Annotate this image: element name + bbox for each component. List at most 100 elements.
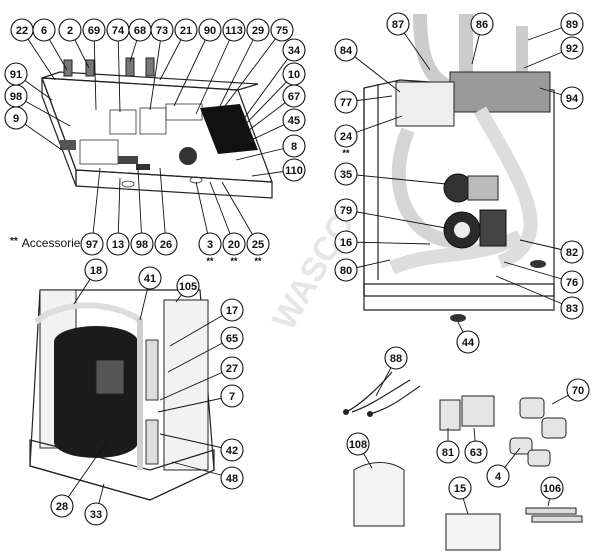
accessory-marker: **: [10, 236, 18, 247]
leader-line: [91, 167, 101, 245]
callout-p65: 65: [167, 326, 244, 373]
part-number-label: 4: [495, 471, 502, 483]
callout-p83: 83: [495, 275, 584, 320]
leader-line: [159, 433, 233, 451]
callout-bubble: [84, 502, 108, 526]
callout-bubble: [220, 298, 244, 322]
callout-bubble: [246, 18, 270, 42]
callout-bubble: [560, 270, 584, 294]
leader-line: [93, 29, 97, 111]
callout-p18: 18: [73, 258, 108, 305]
part-number-label: 26: [160, 239, 172, 251]
part-number-label: 67: [288, 91, 300, 103]
part-number-label: 17: [226, 305, 238, 317]
callout-p76: 76: [503, 261, 584, 294]
callout-bubble: [334, 124, 358, 148]
callout-bubble: [82, 18, 106, 42]
part-number-label: 90: [204, 25, 216, 37]
part-number-label: 108: [349, 439, 367, 451]
part-number-label: 65: [226, 333, 238, 345]
accessory-marker: **: [230, 256, 238, 266]
callout-bubble: [154, 232, 178, 256]
part-number-label: 69: [88, 25, 100, 37]
callout-p108: 108: [346, 432, 373, 469]
leader-line: [237, 73, 295, 133]
callout-bubble: [106, 232, 130, 256]
callout-p98b: 98: [130, 167, 154, 256]
leader-line: [169, 309, 233, 347]
callout-bubble: [222, 232, 246, 256]
callout-bubble: [220, 466, 244, 490]
callout-bubble: [282, 84, 306, 108]
callout-bubble: [346, 432, 370, 456]
callout-p48: 48: [171, 461, 244, 490]
callout-bubble: [198, 232, 222, 256]
part-number-label: 24: [340, 131, 353, 143]
callout-p80: 80: [334, 258, 391, 282]
callout-bubble: [334, 90, 358, 114]
callout-p20: 20**: [209, 181, 246, 266]
callout-bubble: [448, 476, 472, 500]
part-number-label: 84: [340, 45, 353, 57]
part-number-label: 18: [90, 265, 102, 277]
part-number-label: 45: [288, 115, 300, 127]
callout-p27: 27: [159, 356, 244, 401]
callout-bubble: [84, 258, 108, 282]
callout-bubble: [176, 274, 200, 298]
callout-bubble: [32, 18, 56, 42]
callout-p79: 79: [334, 198, 447, 229]
callout-p87: 87: [386, 12, 431, 71]
accessories-label: Accessories: [21, 236, 87, 250]
part-number-label: 8: [291, 141, 297, 153]
callout-p91: 91: [4, 62, 53, 101]
leader-line: [159, 167, 167, 245]
callout-p3: 3**: [195, 181, 222, 266]
callout-p42: 42: [159, 433, 244, 462]
part-number-label: 10: [288, 69, 300, 81]
part-number-label: 83: [566, 303, 578, 315]
callout-bubble: [560, 240, 584, 264]
part-number-label: 74: [112, 25, 125, 37]
callout-p68: 68: [128, 18, 152, 63]
callout-p75: 75: [221, 18, 294, 111]
callout-bubble: [174, 18, 198, 42]
callout-p13: 13: [106, 177, 130, 256]
part-number-label: 44: [462, 337, 475, 349]
callout-bubble: [220, 326, 244, 350]
part-number-label: 13: [112, 239, 124, 251]
part-number-label: 28: [56, 501, 68, 513]
callout-p113: 113: [195, 18, 246, 115]
leader-line: [345, 209, 447, 229]
leader-line: [229, 119, 295, 151]
callout-bubble: [464, 440, 488, 464]
part-number-label: 22: [16, 25, 28, 37]
leader-line: [159, 367, 233, 401]
part-number-label: 87: [392, 19, 404, 31]
callout-layer: 226269746873219011329753410**67**4581109…: [4, 12, 590, 526]
callout-bubble: [436, 440, 460, 464]
callout-bubble: [540, 476, 564, 500]
callout-p16: 16: [334, 230, 431, 254]
part-number-label: 98: [10, 91, 22, 103]
part-number-label: 6: [41, 25, 47, 37]
callout-p9: 9: [4, 106, 63, 151]
part-number-label: 34: [288, 45, 301, 57]
callout-bubble: [560, 86, 584, 110]
callout-p8: 8: [235, 134, 306, 161]
hydraulic-module-drawing: [363, 13, 555, 322]
callout-bubble: [282, 134, 306, 158]
leader-line: [221, 29, 283, 111]
part-number-label: 7: [229, 391, 235, 403]
part-number-label: 41: [144, 273, 156, 285]
callout-p69: 69: [82, 18, 106, 111]
part-number-label: 70: [572, 385, 584, 397]
part-number-label: 63: [470, 447, 482, 459]
part-number-label: 68: [134, 25, 146, 37]
leader-line: [157, 395, 233, 413]
callout-bubble: [566, 378, 590, 402]
callout-bubble: [334, 38, 358, 62]
callout-bubble: [470, 12, 494, 36]
callout-bubble: [270, 18, 294, 42]
part-number-label: 15: [454, 483, 466, 495]
callout-p88: 88: [375, 346, 408, 397]
